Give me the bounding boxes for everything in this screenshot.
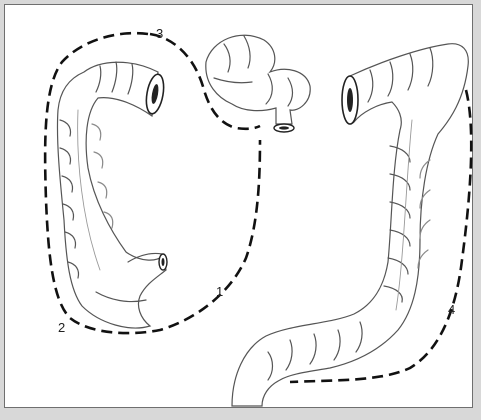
resection-margins: [45, 33, 471, 382]
middle-specimen: [206, 35, 310, 132]
label-3: 3: [156, 26, 163, 41]
label-2: 2: [58, 320, 65, 335]
margin-left-colon: [290, 90, 471, 382]
label-4: 4: [448, 302, 455, 317]
margin-hepatic-flexure: [150, 34, 260, 129]
right-colon-specimen: [57, 62, 167, 328]
label-1: 1: [216, 284, 223, 299]
left-colon-specimen: [232, 44, 468, 406]
